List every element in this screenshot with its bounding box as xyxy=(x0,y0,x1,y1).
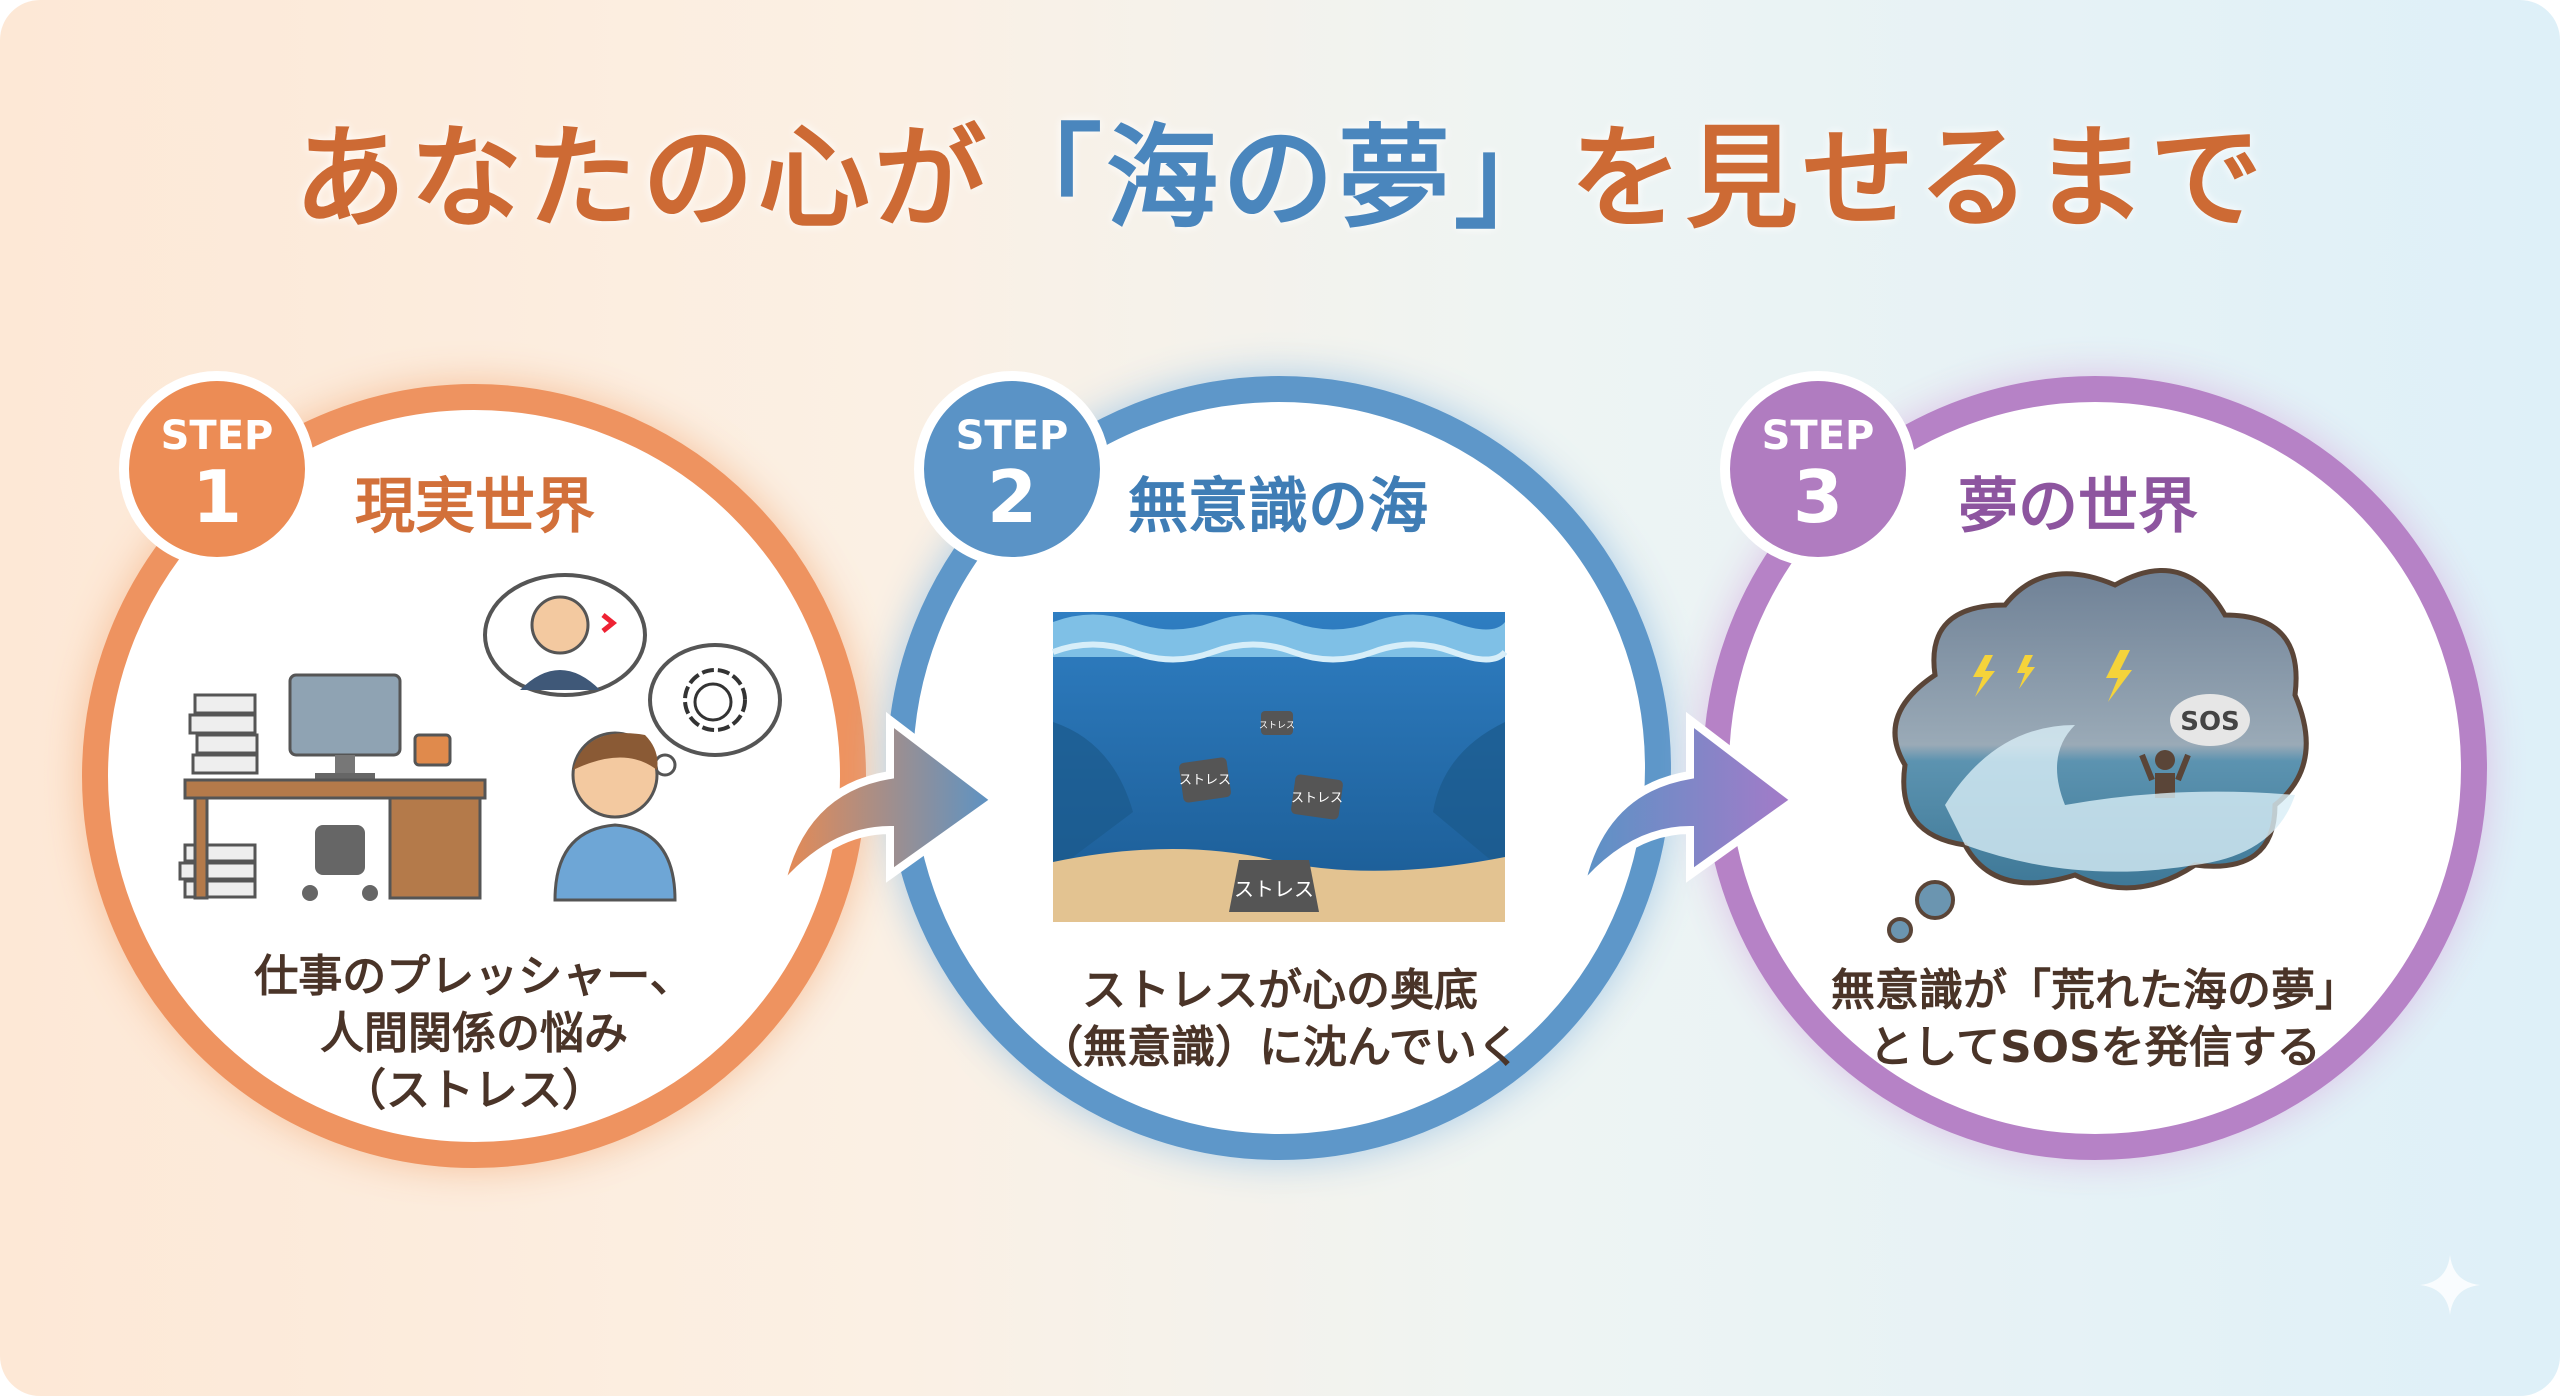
weight-label: ストレス xyxy=(1291,791,1343,806)
coffee-cup-icon xyxy=(413,733,452,767)
desc-line: （無意識）に沈んでいく xyxy=(1039,1022,1521,1073)
weight-label: ストレス xyxy=(1259,721,1295,731)
desc-line: としてSOSを発信する xyxy=(1869,1022,2321,1073)
tangled-thought-bubble-icon xyxy=(637,643,782,793)
step-2-title: 無意識の海 xyxy=(1128,472,1428,542)
stress-weight-icon: ストレス xyxy=(1229,860,1319,912)
step-1-description: 仕事のプレッシャー、 人間関係の悩み （ストレス） xyxy=(134,948,814,1119)
step-2-description: ストレスが心の奥底 （無意識）に沈んでいく xyxy=(940,962,1620,1076)
lightning-icon xyxy=(1973,650,2132,702)
sos-speech-bubble: SOS xyxy=(2170,694,2250,746)
arrow-right-icon xyxy=(1576,711,1802,893)
step-label: STEP xyxy=(160,413,274,459)
step-3-title: 夢の世界 xyxy=(1958,472,2198,542)
desc-line: ストレスが心の奥底 xyxy=(1082,965,1478,1016)
title-highlight: 「海の夢」 xyxy=(990,114,1570,244)
office-stress-illustration xyxy=(178,573,782,902)
sos-label: SOS xyxy=(2180,707,2240,737)
angry-boss-bubble-icon xyxy=(483,573,647,697)
desc-line: 無意識が「荒れた海の夢」 xyxy=(1831,965,2359,1016)
stormy-sea-dream-illustration: SOS xyxy=(1887,568,2309,943)
stress-weight-icon: ストレス xyxy=(1259,711,1295,735)
stress-weight-icon: ストレス xyxy=(1291,774,1343,820)
desc-line: （ストレス） xyxy=(342,1065,606,1116)
drowning-person-icon xyxy=(2139,750,2191,798)
step-number: 1 xyxy=(191,455,243,539)
step-3-description: 無意識が「荒れた海の夢」 としてSOSを発信する xyxy=(1755,962,2435,1076)
desk-icon xyxy=(183,778,487,900)
stress-weight-icon: ストレス xyxy=(1179,757,1231,803)
step-number: 2 xyxy=(986,455,1038,539)
title-part: を見せるまで xyxy=(1570,114,2266,244)
sparkle-icon xyxy=(2420,1255,2480,1315)
desc-line: 人間関係の悩み xyxy=(320,1008,628,1059)
step-number: 3 xyxy=(1792,455,1844,539)
worried-person-icon xyxy=(553,731,677,902)
computer-icon xyxy=(288,673,402,781)
chair-icon xyxy=(302,825,378,901)
weight-label: ストレス xyxy=(1234,877,1314,901)
weight-label: ストレス xyxy=(1179,773,1231,788)
title-part: あなたの心が xyxy=(294,114,990,244)
thought-bubble-dots xyxy=(1887,880,1955,943)
step-label: STEP xyxy=(1761,413,1875,459)
step-1-title: 現実世界 xyxy=(355,472,595,542)
page-title: あなたの心が「海の夢」を見せるまで xyxy=(0,88,2560,250)
desc-line: 仕事のプレッシャー、 xyxy=(254,951,694,1002)
step-label: STEP xyxy=(955,413,1069,459)
arrow-right-icon xyxy=(776,711,1002,893)
ocean-stress-illustration: ストレス ストレス ストレス ストレス xyxy=(1051,612,1508,922)
